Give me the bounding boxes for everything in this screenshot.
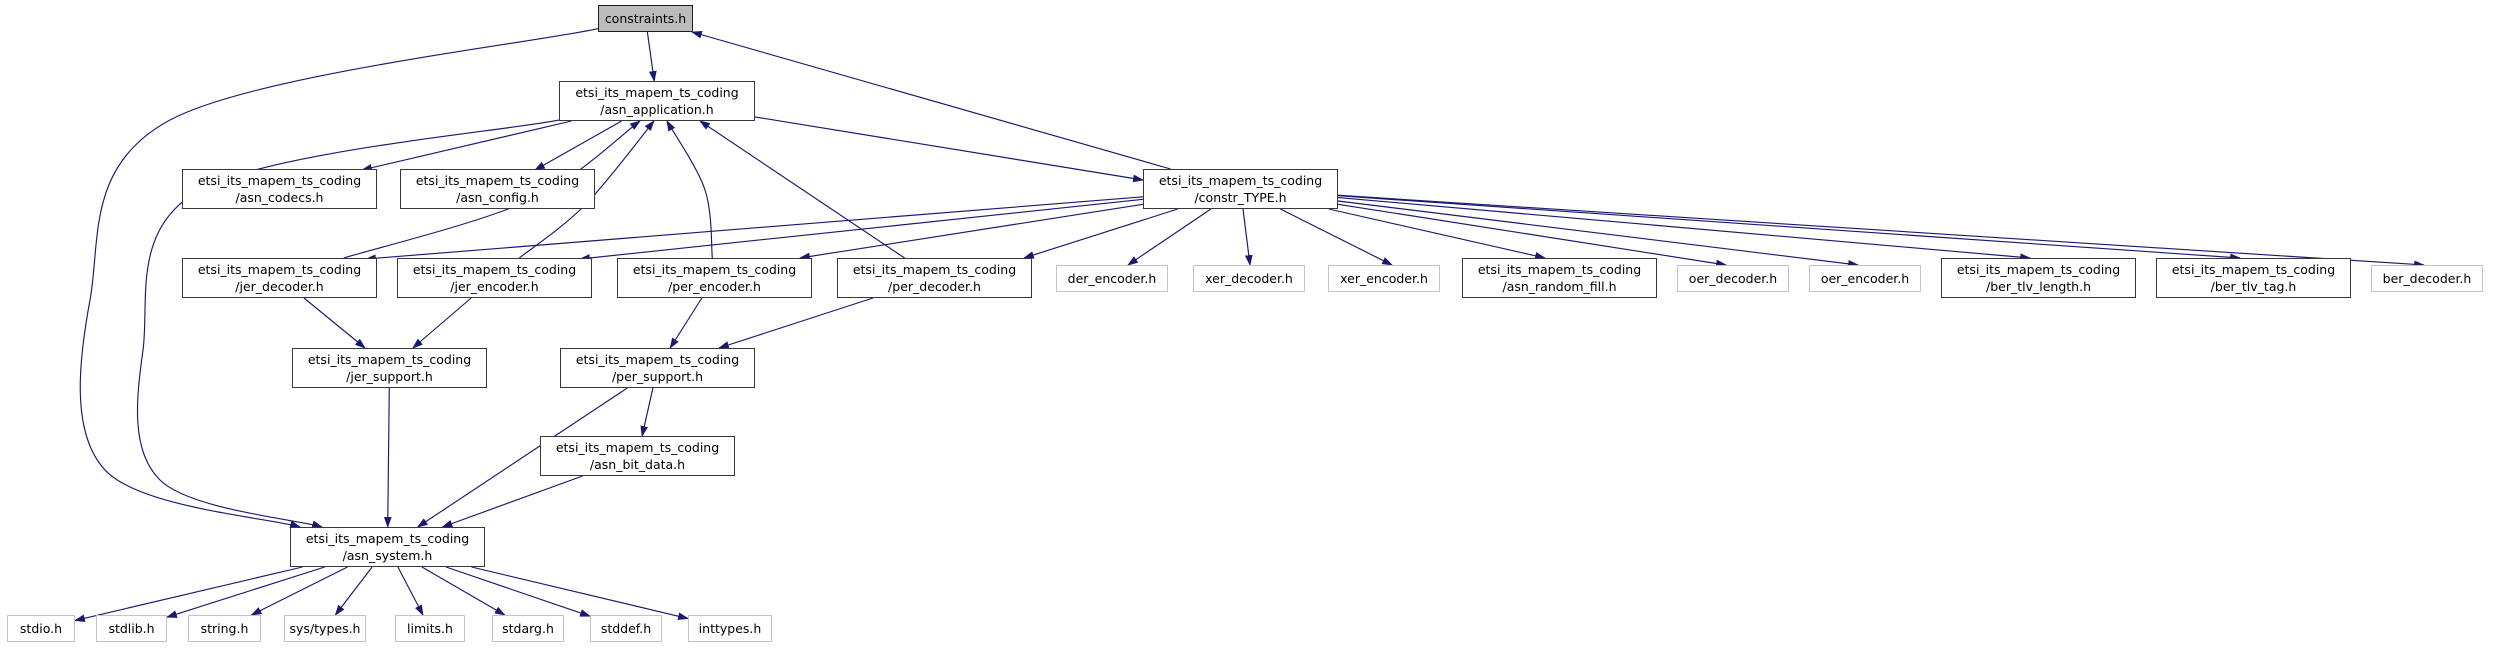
node-xer_decoder: xer_decoder.h	[1193, 265, 1305, 292]
edge-constr_TYPE-oer_encoder	[1337, 200, 1860, 268]
node-ber_tlv_length[interactable]: etsi_its_mapem_ts_coding /ber_tlv_length…	[1941, 258, 2136, 298]
node-jer_support[interactable]: etsi_its_mapem_ts_coding /jer_support.h	[292, 348, 487, 388]
edge-asn_system-stddef	[445, 566, 592, 617]
edge-constr_TYPE-ber_tlv_tag	[1337, 195, 2242, 262]
node-asn_codecs[interactable]: etsi_its_mapem_ts_coding /asn_codecs.h	[182, 169, 377, 209]
node-stdlib: stdlib.h	[96, 615, 167, 642]
node-ber_tlv_tag[interactable]: etsi_its_mapem_ts_coding /ber_tlv_tag.h	[2156, 258, 2351, 298]
node-ber_decoder: ber_decoder.h	[2371, 265, 2483, 292]
node-per_decoder[interactable]: etsi_its_mapem_ts_coding /per_decoder.h	[837, 258, 1032, 298]
node-label: etsi_its_mapem_ts_coding /asn_config.h	[415, 172, 580, 205]
node-stddef: stddef.h	[590, 615, 662, 642]
edge-constr_TYPE-oer_decoder	[1337, 203, 1728, 268]
edge-constr_TYPE-constraints	[690, 31, 1171, 170]
node-label: etsi_its_mapem_ts_coding /per_decoder.h	[852, 261, 1017, 294]
edge-constr_TYPE-xer_encoder	[1280, 208, 1393, 266]
node-label: etsi_its_mapem_ts_coding /per_support.h	[575, 351, 740, 384]
node-label: stdio.h	[19, 620, 63, 636]
node-constraints: constraints.h	[598, 5, 693, 32]
node-asn_random_fill[interactable]: etsi_its_mapem_ts_coding /asn_random_fil…	[1462, 258, 1657, 298]
edge-per_support-asn_system	[416, 387, 628, 528]
edge-per_decoder-per_support	[718, 297, 874, 349]
node-oer_encoder: oer_encoder.h	[1809, 265, 1921, 292]
node-label: xer_encoder.h	[1340, 270, 1428, 286]
node-label: etsi_its_mapem_ts_coding /jer_support.h	[307, 351, 472, 384]
node-oer_decoder: oer_decoder.h	[1677, 265, 1789, 292]
edge-asn_system-sys_types	[334, 566, 373, 616]
edge-asn_system-stdio	[73, 566, 303, 622]
node-label: stddef.h	[600, 620, 652, 636]
edge-per_support-asn_bit_data	[640, 387, 654, 438]
edge-constr_TYPE-per_encoder	[798, 203, 1144, 261]
node-string: string.h	[188, 615, 261, 642]
node-label: stdlib.h	[108, 620, 155, 636]
edge-constr_TYPE-jer_encoder	[578, 198, 1144, 262]
node-label: oer_encoder.h	[1820, 270, 1910, 286]
node-limits: limits.h	[395, 615, 465, 642]
edge-asn_system-inttypes	[471, 566, 690, 620]
edge-jer_decoder-jer_support	[303, 297, 366, 349]
edge-asn_system-string	[250, 566, 348, 616]
edge-constr_TYPE-xer_decoder	[1242, 208, 1253, 267]
node-jer_decoder[interactable]: etsi_its_mapem_ts_coding /jer_decoder.h	[182, 258, 377, 298]
node-label: der_encoder.h	[1067, 270, 1157, 286]
node-label: etsi_its_mapem_ts_coding /jer_decoder.h	[197, 261, 362, 294]
edge-constr_TYPE-per_decoder	[1022, 208, 1178, 259]
node-label: limits.h	[407, 620, 453, 636]
node-per_encoder[interactable]: etsi_its_mapem_ts_coding /per_encoder.h	[617, 258, 812, 298]
node-label: etsi_its_mapem_ts_coding /asn_bit_data.h	[555, 439, 720, 472]
node-per_support[interactable]: etsi_its_mapem_ts_coding /per_support.h	[560, 348, 755, 388]
node-label: string.h	[200, 620, 249, 636]
node-label: ber_decoder.h	[2382, 270, 2472, 286]
node-label: sys/types.h	[289, 620, 361, 636]
edge-asn_system-stdlib	[165, 566, 325, 618]
node-label: xer_decoder.h	[1205, 270, 1293, 286]
node-label: etsi_its_mapem_ts_coding /asn_applicatio…	[575, 84, 739, 117]
node-xer_encoder: xer_encoder.h	[1328, 265, 1440, 292]
edge-asn_application-constr_TYPE	[754, 116, 1145, 183]
node-label: etsi_its_mapem_ts_coding /asn_random_fil…	[1477, 261, 1642, 294]
edge-per_encoder-per_support	[669, 297, 703, 349]
node-label: inttypes.h	[698, 620, 762, 636]
edge-constr_TYPE-asn_random_fill	[1328, 208, 1547, 260]
edge-asn_application-asn_codecs	[360, 120, 572, 172]
node-asn_system[interactable]: etsi_its_mapem_ts_coding /asn_system.h	[290, 527, 485, 567]
node-stdio: stdio.h	[7, 615, 75, 642]
edge-asn_bit_data-asn_system	[441, 475, 583, 528]
edge-asn_application-asn_config	[534, 120, 622, 171]
node-label: etsi_its_mapem_ts_coding /jer_encoder.h	[412, 261, 577, 294]
node-der_encoder: der_encoder.h	[1056, 265, 1168, 292]
node-sys_types: sys/types.h	[284, 615, 366, 642]
edge-per_decoder-asn_application	[699, 120, 905, 259]
edge-jer_support-asn_system	[383, 387, 392, 529]
node-label: etsi_its_mapem_ts_coding /ber_tlv_length…	[1956, 261, 2121, 294]
node-label: etsi_its_mapem_ts_coding /asn_system.h	[305, 530, 470, 563]
node-label: etsi_its_mapem_ts_coding /per_encoder.h	[632, 261, 797, 294]
node-asn_config[interactable]: etsi_its_mapem_ts_coding /asn_config.h	[400, 169, 595, 209]
edge-constr_TYPE-jer_decoder	[364, 196, 1144, 263]
node-constr_TYPE[interactable]: etsi_its_mapem_ts_coding /constr_TYPE.h	[1143, 169, 1338, 209]
edge-constr_TYPE-ber_tlv_length	[1337, 196, 2032, 261]
edge-jer_encoder-jer_support	[411, 297, 472, 349]
node-asn_bit_data[interactable]: etsi_its_mapem_ts_coding /asn_bit_data.h	[540, 436, 735, 476]
edge-constraints-asn_system	[79, 28, 599, 528]
edge-asn_system-limits	[397, 566, 424, 616]
node-inttypes: inttypes.h	[688, 615, 772, 642]
edge-asn_application-asn_system	[136, 119, 560, 528]
node-label: constraints.h	[604, 10, 687, 26]
node-label: stdarg.h	[502, 620, 554, 636]
edge-constr_TYPE-ber_decoder	[1337, 194, 2426, 269]
node-label: oer_decoder.h	[1688, 270, 1778, 286]
node-asn_application[interactable]: etsi_its_mapem_ts_coding /asn_applicatio…	[559, 81, 755, 121]
node-label: etsi_its_mapem_ts_coding /constr_TYPE.h	[1158, 172, 1323, 205]
edge-constraints-asn_application	[646, 31, 657, 83]
node-label: etsi_its_mapem_ts_coding /ber_tlv_tag.h	[2171, 261, 2336, 294]
edge-per_encoder-asn_application	[666, 120, 713, 259]
edge-asn_system-stdarg	[421, 566, 506, 616]
edge-constr_TYPE-der_encoder	[1127, 208, 1212, 266]
node-stdarg: stdarg.h	[492, 615, 564, 642]
node-label: etsi_its_mapem_ts_coding /asn_codecs.h	[197, 172, 362, 205]
node-jer_encoder[interactable]: etsi_its_mapem_ts_coding /jer_encoder.h	[397, 258, 592, 298]
